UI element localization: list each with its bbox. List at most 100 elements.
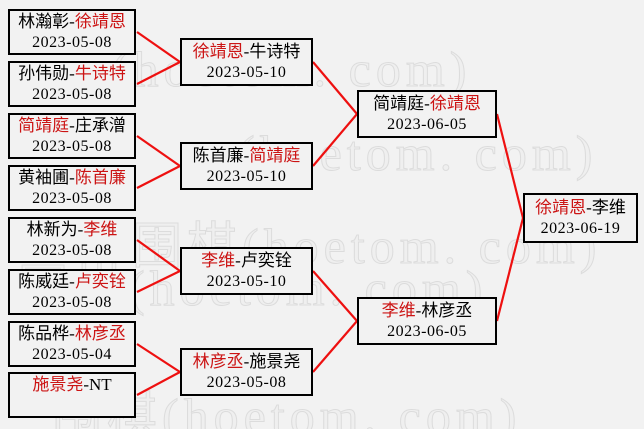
connector-line [136, 165, 181, 189]
match-players: 简靖庭-庄承潧 [10, 115, 134, 136]
match-players: 李维-林彦丞 [359, 300, 495, 321]
match-box: 林瀚彰-徐靖恩 2023-05-08 [8, 9, 136, 55]
player1-name: 陈首廉 [192, 146, 244, 165]
match-date: 2023-05-10 [206, 168, 287, 185]
players-separator: - [69, 12, 75, 31]
match-date: 2023-05-10 [206, 64, 287, 81]
match-box: 李维-卢奕铨 2023-05-10 [180, 247, 313, 295]
player2-name: 林彦丞 [421, 301, 473, 320]
player2-name: 庄承潧 [74, 116, 126, 135]
player2-name: 陈首廉 [74, 168, 126, 187]
player2-name: 徐靖恩 [74, 12, 126, 31]
player2-name: 李维 [83, 220, 118, 239]
player1-name: 林彦丞 [192, 352, 244, 371]
player1-name: 林瀚彰 [18, 12, 70, 31]
match-box: 简靖庭-庄承潧 2023-05-08 [8, 113, 136, 159]
connector-line [312, 320, 358, 373]
players-separator: - [77, 220, 84, 239]
match-players: 徐靖恩-牛诗特 [182, 41, 311, 62]
player2-name: 卢奕铨 [240, 251, 292, 270]
match-date: 2023-05-10 [206, 273, 287, 290]
players-separator: - [586, 198, 592, 217]
connector-line [312, 61, 358, 115]
players-separator: - [83, 375, 89, 394]
match-players: 林瀚彰-徐靖恩 [10, 11, 134, 32]
player1-name: 徐靖恩 [192, 42, 244, 61]
match-players: 简靖庭-徐靖恩 [359, 93, 495, 114]
connector-line [136, 135, 181, 167]
match-box: 陈首廉-简靖庭 2023-05-10 [180, 142, 313, 190]
connector-line [136, 343, 181, 373]
players-separator: - [69, 64, 75, 83]
match-players: 孙伟勋-牛诗特 [10, 63, 134, 84]
player1-name: 简靖庭 [373, 94, 425, 113]
players-separator: - [243, 42, 250, 61]
match-players: 陈威廷-卢奕铨 [10, 271, 134, 292]
match-date: 2023-05-04 [32, 346, 112, 363]
match-date: 2023-05-08 [32, 190, 112, 207]
match-date [10, 395, 134, 416]
match-players: 林彦丞-施景尧 [182, 351, 311, 372]
match-date: 2023-05-08 [32, 86, 112, 103]
player2-name: 牛诗特 [74, 64, 126, 83]
match-box: 陈威廷-卢奕铨 2023-05-08 [8, 269, 136, 315]
match-players: 陈首廉-简靖庭 [182, 145, 311, 166]
player2-name: NT [89, 375, 112, 394]
players-separator: - [243, 146, 250, 165]
player1-name: 施景尧 [32, 375, 84, 394]
match-date: 2023-06-05 [387, 323, 467, 340]
match-box: 黄袖圃-陈首廉 2023-05-08 [8, 165, 136, 211]
players-separator: - [415, 301, 422, 320]
player1-name: 简靖庭 [18, 116, 70, 135]
match-box: 徐靖恩-李维 2023-06-19 [523, 193, 638, 243]
match-box: 徐靖恩-牛诗特 2023-05-10 [180, 38, 313, 86]
player1-name: 孙伟勋 [18, 64, 70, 83]
match-date: 2023-05-08 [32, 294, 112, 311]
match-box: 简靖庭-徐靖恩 2023-06-05 [357, 90, 497, 138]
connector-line [136, 239, 181, 272]
player2-name: 李维 [591, 198, 626, 217]
match-date: 2023-06-19 [540, 220, 621, 237]
match-date: 2023-06-05 [387, 116, 467, 133]
match-players: 林新为-李维 [10, 219, 134, 240]
match-box: 陈品桦-林彦丞 2023-05-04 [8, 321, 136, 367]
match-date: 2023-05-08 [206, 374, 287, 391]
players-separator: - [69, 168, 75, 187]
player2-name: 施景尧 [249, 352, 301, 371]
player2-name: 林彦丞 [74, 324, 126, 343]
player2-name: 徐靖恩 [429, 94, 481, 113]
player1-name: 陈威廷 [18, 272, 70, 291]
connector-line [495, 113, 525, 219]
players-separator: - [69, 324, 75, 343]
players-separator: - [235, 251, 241, 270]
player2-name: 牛诗特 [249, 42, 301, 61]
player1-name: 李维 [201, 251, 236, 270]
player1-name: 李维 [381, 301, 416, 320]
match-date: 2023-05-08 [32, 34, 112, 51]
player1-name: 陈品桦 [18, 324, 70, 343]
connector-line [312, 270, 358, 322]
match-players: 徐靖恩-李维 [525, 197, 636, 218]
players-separator: - [424, 94, 430, 113]
match-box: 孙伟勋-牛诗特 2023-05-08 [8, 61, 136, 107]
connector-line [136, 31, 181, 63]
match-players: 施景尧-NT [10, 374, 134, 395]
match-box: 李维-林彦丞 2023-06-05 [357, 297, 497, 345]
match-date: 2023-05-08 [32, 242, 112, 259]
players-separator: - [243, 352, 250, 371]
player2-name: 简靖庭 [249, 146, 301, 165]
connector-line [136, 61, 181, 85]
player1-name: 黄袖圃 [18, 168, 70, 187]
connector-line [495, 217, 525, 322]
player1-name: 徐靖恩 [535, 198, 587, 217]
match-players: 李维-卢奕铨 [182, 250, 311, 271]
match-players: 陈品桦-林彦丞 [10, 323, 134, 344]
match-box: 林彦丞-施景尧 2023-05-08 [180, 348, 313, 396]
connector-line [136, 270, 181, 293]
match-players: 黄袖圃-陈首廉 [10, 167, 134, 188]
match-box: 林新为-李维 2023-05-08 [8, 217, 136, 263]
player2-name: 卢奕铨 [74, 272, 126, 291]
